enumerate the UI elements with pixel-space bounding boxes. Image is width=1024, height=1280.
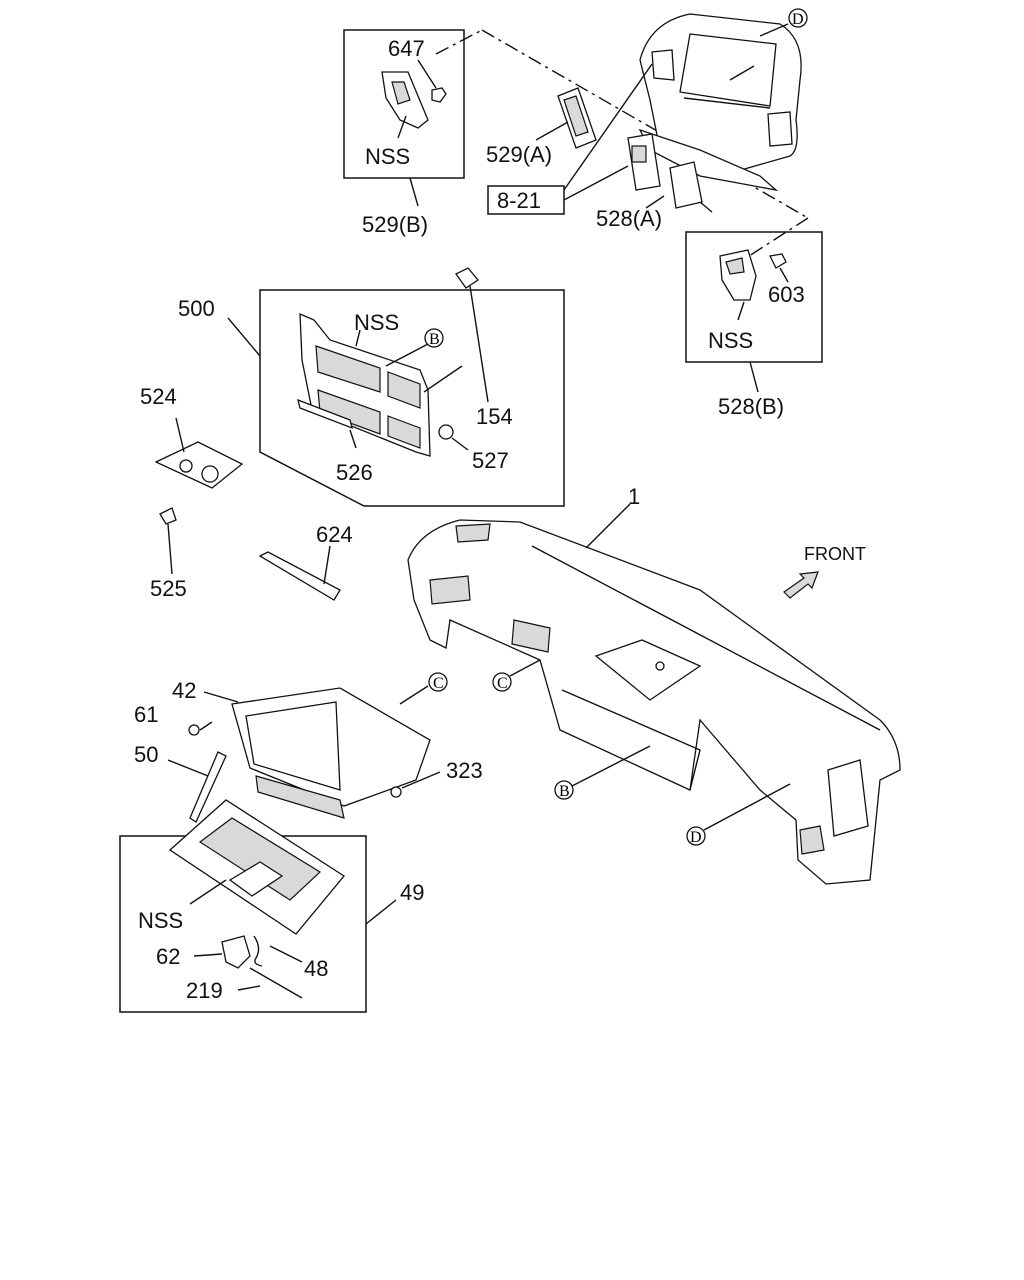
part-529a: 529(A) [486,87,597,167]
label-50: 50 [134,742,158,767]
label-1: 1 [628,484,640,509]
label-529b: 529(B) [362,212,428,237]
callout-b-500: B [429,331,440,348]
svg-text:B: B [429,331,440,348]
label-526: 526 [336,460,373,485]
label-nss-529b: NSS [365,144,410,169]
label-647: 647 [388,36,425,61]
callout-b-dash: B [559,783,570,800]
label-49: 49 [400,880,424,905]
label-529a: 529(A) [486,142,552,167]
label-528b: 528(B) [718,394,784,419]
glovebox-housing: 42 61 C 50 323 [134,672,483,823]
label-524: 524 [140,384,177,409]
svg-text:D: D [792,11,804,28]
label-nss-528b: NSS [708,328,753,353]
group-524-525: 524 525 [140,384,244,601]
label-154: 154 [476,404,513,429]
label-62: 62 [156,944,180,969]
cluster-bezel: D [638,8,808,192]
label-624: 624 [316,522,353,547]
label-528a: 528(A) [596,206,662,231]
label-61: 61 [134,702,158,727]
label-nss-49: NSS [138,908,183,933]
svg-text:B: B [559,783,570,800]
label-603: 603 [768,282,805,307]
label-525: 525 [150,576,187,601]
label-323: 323 [446,758,483,783]
callout-d-top: D [792,11,804,28]
group-500: 500 B NSS 154 527 526 [178,267,565,507]
svg-text:C: C [497,675,508,692]
callout-c-glove: C [433,675,444,692]
group-49: NSS 49 62 48 219 [119,799,424,1013]
label-48: 48 [304,956,328,981]
label-527: 527 [472,448,509,473]
group-528b: 603 NSS 528(B) [685,231,823,419]
svg-text:D: D [690,829,702,846]
label-front: FRONT [804,544,866,564]
label-500: 500 [178,296,215,321]
dashboard-panel: 1 C B D [407,484,901,885]
callout-c-dash: C [497,675,508,692]
group-529b: 647 NSS 529(B) [343,29,465,237]
callout-d-dash: D [690,829,702,846]
part-528a: 528(A) [596,133,713,231]
label-8-21: 8-21 [497,188,541,213]
front-indicator: FRONT [783,544,866,599]
label-219: 219 [186,978,223,1003]
ref-8-21: 8-21 [487,63,653,215]
label-nss-500: NSS [354,310,399,335]
svg-text:C: C [433,675,444,692]
label-42: 42 [172,678,196,703]
group-624: 624 [258,522,353,601]
